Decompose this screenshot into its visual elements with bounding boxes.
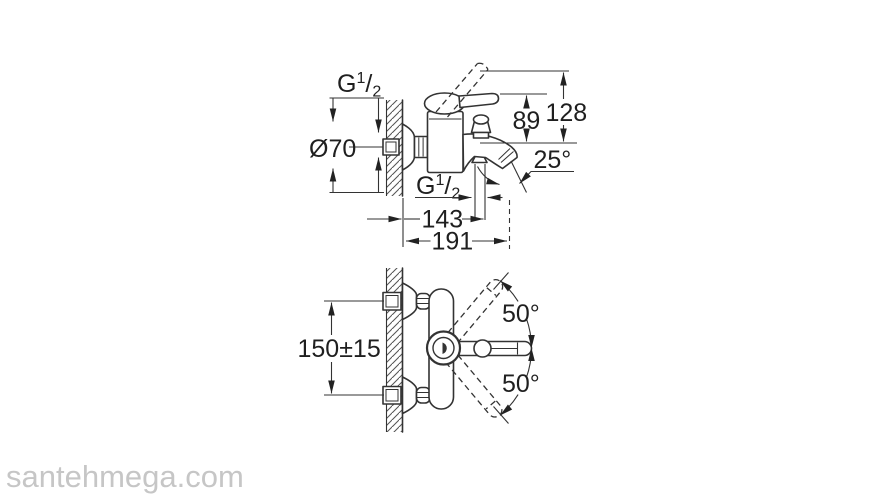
cartridge-dial [425,330,462,366]
dim-label-89: 89 [513,107,541,135]
watermark-text: santehmega.com [6,459,244,494]
lever-handle-side [458,92,500,109]
lever-raised-position [435,62,489,118]
dim-swing-angles: 50° 50° [499,280,540,416]
dim-label-25deg: 25° [534,146,572,174]
dim-label-g12-shower: G1/2 [416,172,460,203]
dim-depths: G1/2 143 191 [367,164,511,256]
lever-swing-up-position [447,279,504,343]
dim-spout-angle: 25° [477,146,574,193]
plan-view: 50° 50° 150±15 [298,267,540,433]
escutcheon-flange [401,123,416,171]
dim-label-191: 191 [432,228,474,256]
dim-wall-thread-and-flange: G1/2 Ø70 [309,70,384,194]
lever-handle-plan [453,339,533,358]
mixer-body [423,92,466,174]
dim-label-128: 128 [546,99,588,127]
aerator-hatch [500,151,514,163]
dim-label-flange-diameter: Ø70 [309,135,356,163]
side-view: 25° G1/2 Ø70 89 128 [309,62,588,256]
lever-swing-down-position [446,354,503,418]
inlet-union-bottom [382,376,431,415]
dim-label-143: 143 [422,206,464,234]
dim-label-150: 150±15 [298,335,381,363]
inlet-union-top [382,282,431,321]
dim-label-50deg-top: 50° [502,300,540,328]
dim-inlet-spacing: 150±15 [298,300,384,396]
dim-label-50deg-bottom: 50° [502,370,540,398]
diverter-knob [470,114,492,139]
spout [462,133,518,172]
dim-heights: 89 128 [480,70,588,144]
dim-label-g12-wall: G1/2 [337,70,381,101]
